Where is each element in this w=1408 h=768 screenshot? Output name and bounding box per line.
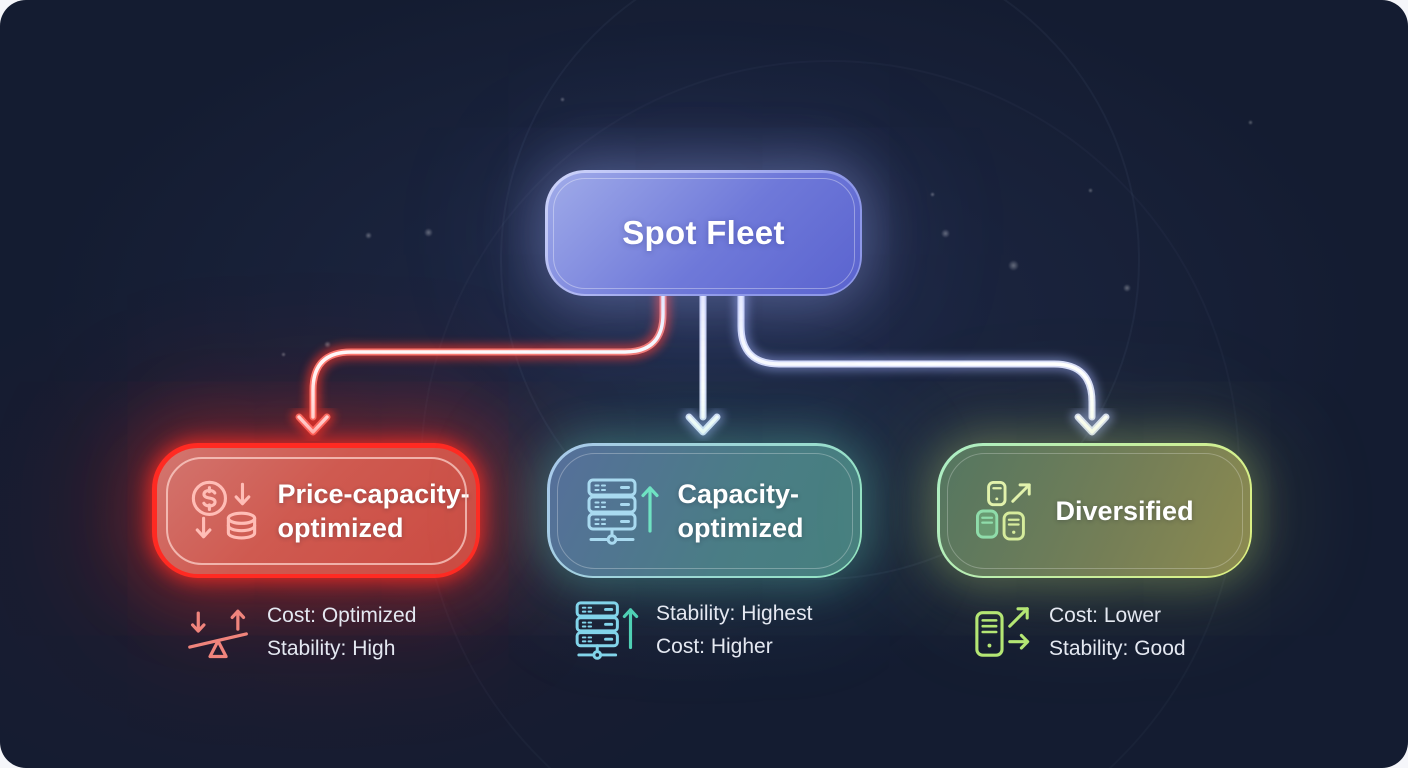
connector-to-diversified xyxy=(741,294,1106,432)
node-capacity-optimized-label: Capacity-optimized xyxy=(677,478,804,543)
star xyxy=(941,229,950,238)
node-spot-fleet-label: Spot Fleet xyxy=(622,214,785,251)
server-rack-up-arrow-icon xyxy=(587,478,659,545)
node-diversified: Diversified xyxy=(937,443,1252,578)
server-rack-up-arrow-icon xyxy=(575,601,639,660)
star xyxy=(1088,188,1093,193)
dollar-down-coins-icon xyxy=(191,480,256,539)
balance-seesaw-icon xyxy=(188,609,248,659)
node-diversified-label: Diversified xyxy=(1055,495,1194,526)
star xyxy=(365,232,372,239)
star xyxy=(1248,120,1253,125)
stat-stability: Stability: Good xyxy=(1049,637,1186,660)
stat-cost: Cost: Higher xyxy=(656,635,773,658)
node-spot-fleet: Spot Fleet xyxy=(545,170,862,296)
server-diverge-arrows-icon xyxy=(975,607,1030,657)
connector-to-price-capacity xyxy=(299,294,663,432)
star xyxy=(424,228,433,237)
star xyxy=(324,341,331,348)
star xyxy=(1008,260,1019,271)
stat-cost: Cost: Lower xyxy=(1049,604,1162,627)
star xyxy=(560,97,565,102)
stat-stability: Stability: Highest xyxy=(656,602,813,625)
node-capacity-optimized: Capacity-optimized xyxy=(547,443,862,578)
connector-to-capacity xyxy=(689,294,717,432)
node-price-capacity-optimized: Price-capacity-optimized xyxy=(152,443,480,578)
annotation-capacity: Stability: Highest Cost: Higher xyxy=(571,597,812,663)
stat-cost: Cost: Optimized xyxy=(267,604,417,627)
star xyxy=(930,192,935,197)
stat-stability: Stability: High xyxy=(267,637,396,660)
node-price-capacity-optimized-label: Price-capacity-optimized xyxy=(277,478,470,543)
annotation-diversified: Cost: Lower Stability: Good xyxy=(972,599,1186,665)
multi-instance-scale-icon xyxy=(975,480,1031,541)
star xyxy=(1123,284,1131,292)
annotation-price-capacity: Cost: Optimized Stability: High xyxy=(186,599,416,665)
star xyxy=(281,352,286,357)
